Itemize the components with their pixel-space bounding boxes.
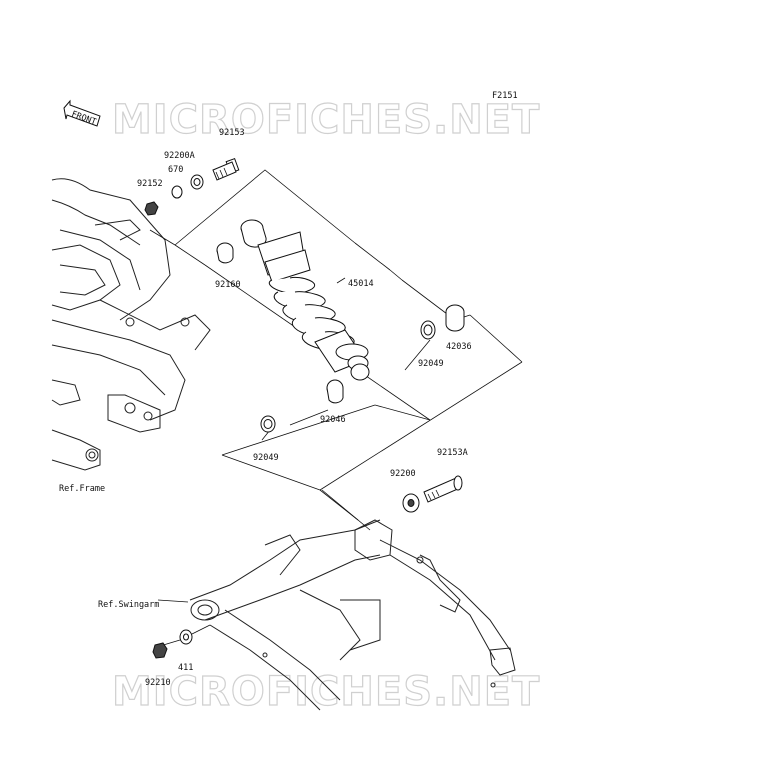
ref-swingarm-label: Ref.Swingarm — [98, 600, 159, 610]
part-label-45014: 45014 — [348, 279, 374, 289]
part-label-42036: 42036 — [446, 342, 472, 352]
part-label-92210: 92210 — [145, 678, 171, 688]
washer-92200A-icon — [190, 174, 204, 190]
part-label-411: 411 — [178, 663, 193, 673]
washer-411-icon — [179, 629, 193, 645]
part-label-670: 670 — [168, 165, 183, 175]
seal-92049-upper-icon — [420, 320, 436, 340]
nut-92210-icon — [152, 642, 168, 659]
part-label-92049-lower: 92049 — [253, 453, 279, 463]
front-arrow-label: FRONT — [70, 109, 97, 127]
part-label-92153: 92153 — [219, 128, 245, 138]
part-label-92046: 92046 — [320, 415, 346, 425]
part-label-92152: 92152 — [137, 179, 163, 189]
part-label-92200: 92200 — [390, 469, 416, 479]
front-arrow-icon: FRONT — [63, 99, 101, 128]
leader-lines — [149, 169, 523, 647]
part-label-92160: 92160 — [215, 280, 241, 290]
washer-92200-icon — [402, 493, 420, 513]
seal-92049-lower-icon — [260, 415, 276, 433]
bolt-92153A-icon — [423, 475, 463, 503]
watermark-bottom: MICROFICHES.NET — [112, 669, 540, 715]
watermark-top: MICROFICHES.NET — [112, 97, 540, 143]
oring-670-icon — [171, 185, 183, 199]
diagram-code: F2151 — [492, 91, 518, 101]
collar-42036-icon — [445, 304, 465, 332]
part-label-92200A: 92200A — [164, 151, 195, 161]
shock-absorber-45014-icon — [257, 231, 369, 373]
swingarm-drawing — [189, 519, 516, 711]
bolt-92153-icon — [212, 158, 240, 181]
nut-92152-icon — [144, 201, 159, 216]
ref-frame-label: Ref.Frame — [59, 484, 105, 494]
frame-drawing — [51, 178, 211, 471]
bushing-92046-icon — [326, 363, 370, 404]
part-label-92049-upper: 92049 — [418, 359, 444, 369]
part-label-92153A: 92153A — [437, 448, 468, 458]
bushing-92160-icon — [216, 219, 267, 264]
